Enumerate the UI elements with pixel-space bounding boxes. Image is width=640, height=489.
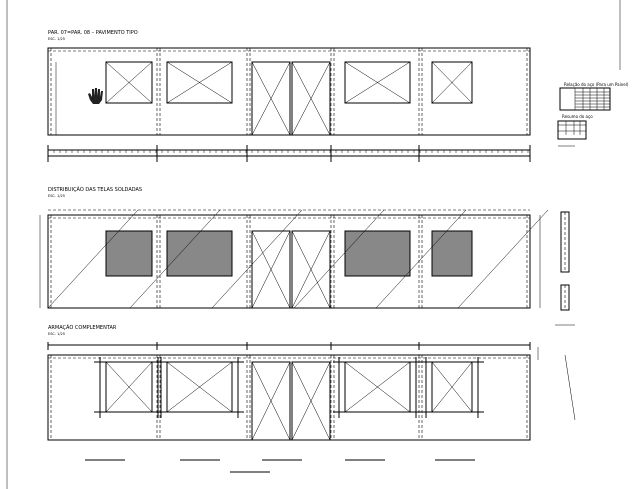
- line: [251, 230, 291, 309]
- section1-scale: ESC. 1/25: [48, 37, 65, 41]
- window-opening: [105, 230, 153, 277]
- section2-title: DISTRIBUIÇÃO DAS TELAS SOLDADAS: [48, 186, 142, 193]
- window-opening: [166, 230, 233, 277]
- steel-summary: [557, 120, 587, 140]
- section-details: [555, 211, 575, 326]
- line: [166, 361, 233, 413]
- mesh-diagonal: [457, 209, 549, 309]
- steel-table-title: Relação do aço (Para um Painel): [564, 82, 629, 87]
- window-opening: [344, 230, 411, 277]
- door-opening: [291, 61, 331, 136]
- window-opening: [431, 61, 473, 104]
- line: [166, 61, 233, 104]
- pan-hand-icon: [88, 88, 103, 104]
- section2-scale: ESC. 1/25: [48, 194, 65, 198]
- line: [431, 361, 473, 413]
- line: [105, 61, 153, 104]
- line: [105, 361, 153, 413]
- door-opening: [251, 230, 291, 309]
- line: [251, 61, 291, 136]
- mesh-diagonal: [211, 209, 303, 309]
- line: [251, 361, 291, 441]
- steel-tables: [557, 87, 611, 147]
- steel-table: [559, 87, 611, 111]
- steel-summary-title: Resumo do aço: [562, 114, 593, 119]
- window-opening: [344, 61, 411, 104]
- door-opening: [291, 230, 331, 309]
- wall-elevation: [47, 47, 531, 162]
- mesh-diagonal: [129, 209, 221, 309]
- line: [344, 361, 411, 413]
- section1-title: PAR. 07=PAR. 08 – PAVIMENTO TIPO: [48, 30, 138, 36]
- line: [344, 61, 411, 104]
- window-opening: [166, 61, 233, 104]
- window-opening: [431, 230, 473, 277]
- door-opening: [291, 361, 331, 441]
- complementary-reinforcement: [47, 342, 576, 473]
- panel-outline: [47, 354, 531, 441]
- mesh-diagonal: [47, 209, 139, 309]
- mesh-diagonal: [293, 209, 385, 309]
- panel-outline: [47, 47, 531, 136]
- line: [291, 230, 331, 309]
- mesh-diagonal: [375, 209, 467, 309]
- line: [564, 354, 576, 421]
- line: [431, 61, 473, 104]
- line: [291, 361, 331, 441]
- door-opening: [251, 361, 291, 441]
- section3-title: ARMAÇÃO COMPLEMENTAR: [48, 324, 117, 331]
- window-opening: [105, 61, 153, 104]
- line: [291, 61, 331, 136]
- door-opening: [251, 61, 291, 136]
- welded-mesh-distribution: [39, 209, 549, 309]
- section3-scale: ESC. 1/25: [48, 332, 65, 336]
